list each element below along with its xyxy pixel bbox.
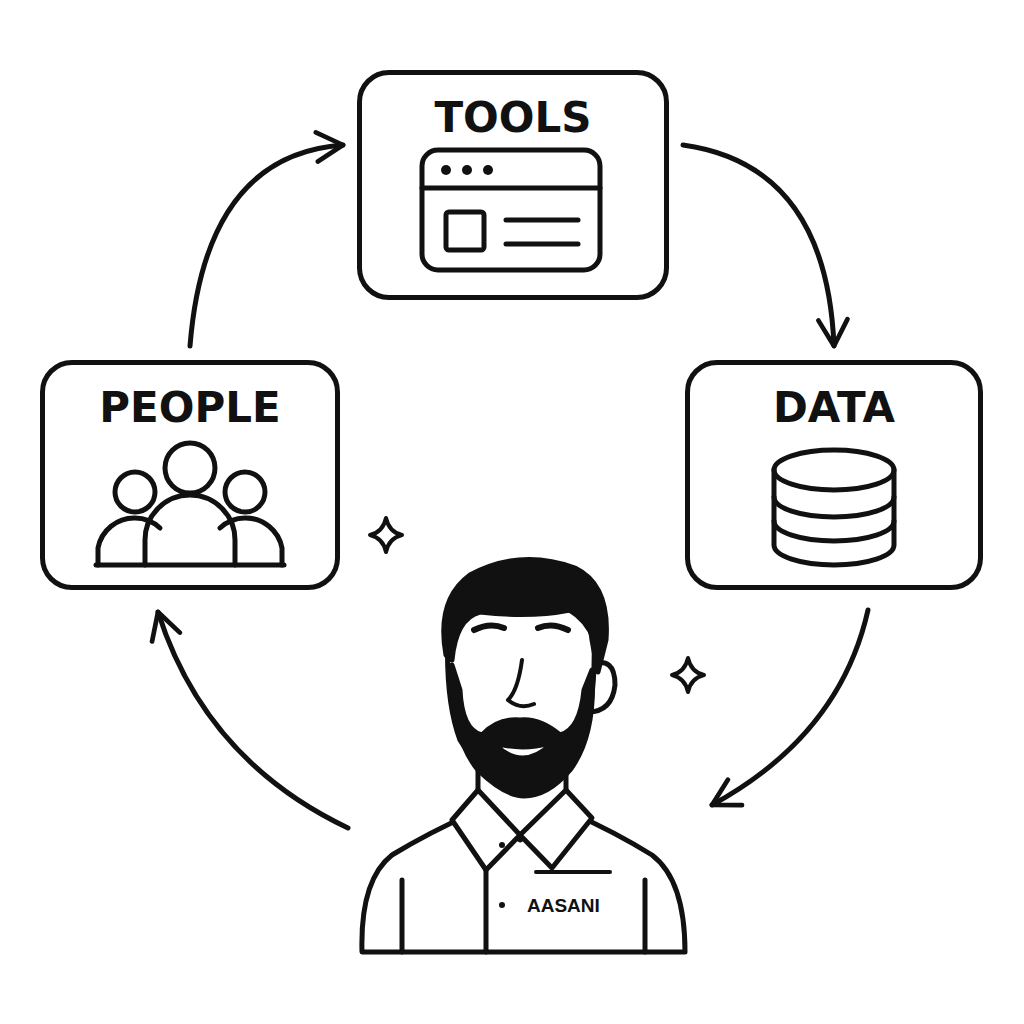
box-title: TOOLS: [362, 93, 664, 142]
cycle-arrow: [712, 610, 868, 805]
people-box: PEOPLE: [40, 360, 340, 590]
box-title: PEOPLE: [45, 383, 335, 432]
box-title: DATA: [690, 383, 978, 432]
browser-icon: [422, 150, 600, 270]
cycle-arrow: [683, 145, 834, 346]
database-icon: [774, 450, 894, 565]
cycle-arrow: [190, 145, 343, 346]
name-badge: AASANI: [527, 895, 600, 917]
people-icon: [96, 443, 284, 565]
sparkle: [370, 518, 402, 552]
tools-box: TOOLS: [357, 70, 669, 300]
sparkle: [672, 658, 704, 692]
data-box: DATA: [685, 360, 983, 590]
person-figure: [362, 559, 685, 952]
cycle-arrow: [158, 612, 348, 828]
